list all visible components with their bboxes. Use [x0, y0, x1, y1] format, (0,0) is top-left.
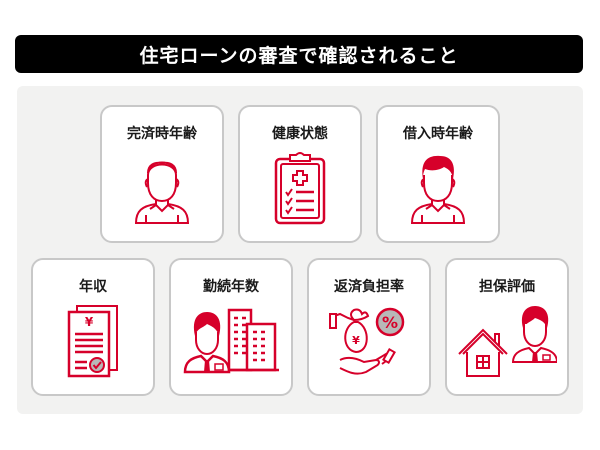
title-bar: 住宅ローンの審査で確認されること	[15, 35, 583, 73]
money-bag-percent-icon: % ¥	[326, 306, 412, 378]
card-years-of-service: 勤続年数	[169, 258, 293, 396]
card-label: 借入時年齢	[403, 126, 473, 142]
svg-text:¥: ¥	[85, 315, 94, 329]
card-label: 完済時年齢	[127, 126, 197, 142]
page-title: 住宅ローンの審査で確認されること	[139, 44, 459, 67]
card-repayment-completion-age: 完済時年齢	[100, 105, 224, 243]
card-label: 勤続年数	[203, 279, 259, 295]
employee-building-icon	[181, 306, 281, 376]
svg-text:%: %	[382, 313, 398, 332]
income-document-icon: ¥	[65, 304, 121, 378]
young-man-icon	[408, 151, 468, 227]
older-man-icon	[132, 151, 192, 227]
card-health-condition: 健康状態	[238, 105, 362, 243]
card-label: 担保評価	[479, 279, 535, 295]
card-label: 年収	[79, 279, 107, 295]
card-annual-income: 年収 ¥	[31, 258, 155, 396]
house-appraiser-icon	[457, 304, 557, 380]
svg-text:¥: ¥	[352, 334, 360, 347]
medical-clipboard-icon	[272, 151, 328, 227]
card-collateral-evaluation: 担保評価	[445, 258, 569, 396]
card-borrowing-age: 借入時年齢	[376, 105, 500, 243]
card-repayment-burden-ratio: 返済負担率 % ¥	[307, 258, 431, 396]
card-label: 返済負担率	[334, 279, 404, 295]
card-label: 健康状態	[272, 126, 328, 142]
